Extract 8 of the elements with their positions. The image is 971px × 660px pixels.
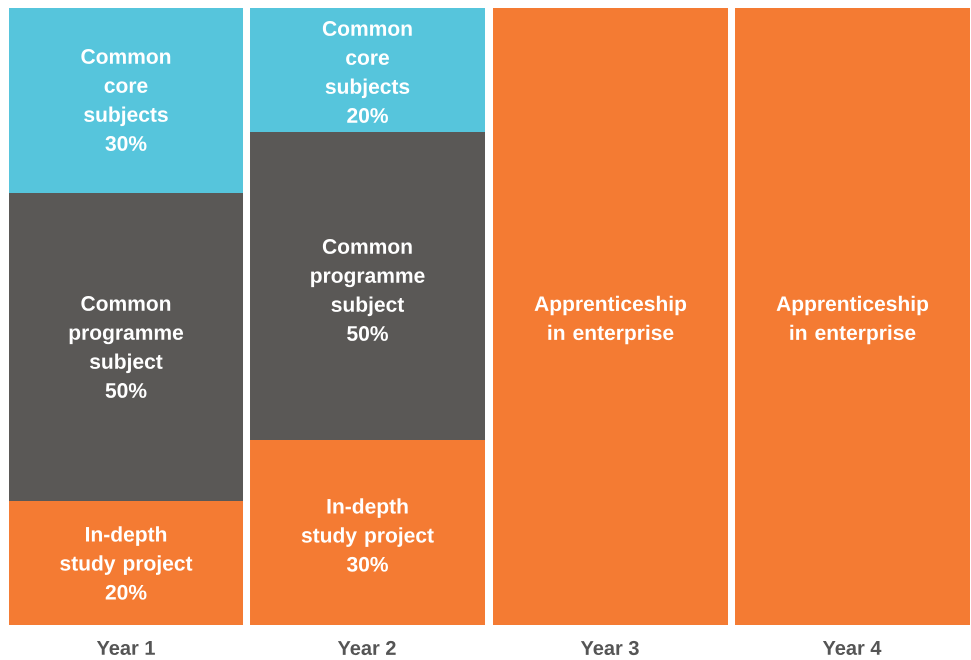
block: Common core subjects 30% (9, 8, 243, 193)
block: In-depth study project 20% (9, 501, 243, 625)
block: Apprenticeship in enterprise (493, 8, 728, 625)
block: Common programme subject 50% (250, 132, 485, 440)
block: In-depth study project 30% (250, 440, 485, 625)
block: Common core subjects 20% (250, 8, 485, 132)
block: Common programme subject 50% (9, 193, 243, 501)
block: Apprenticeship in enterprise (735, 8, 970, 625)
